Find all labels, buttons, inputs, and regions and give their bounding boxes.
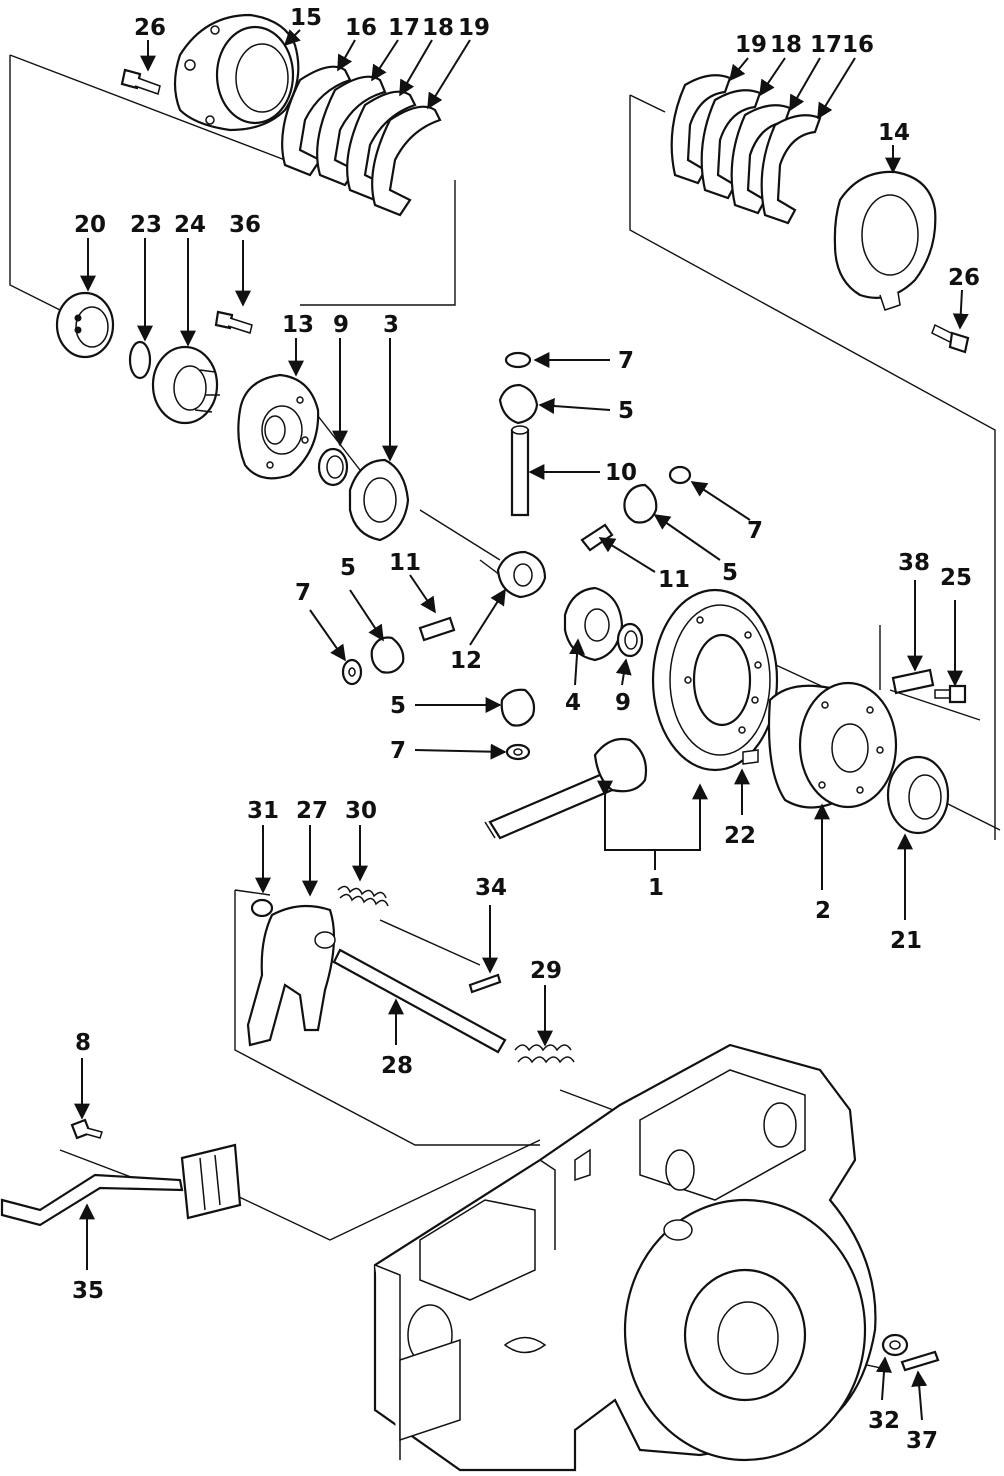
callout-1: 1 [648, 875, 664, 901]
pinion-gear-5-right [623, 483, 658, 524]
callout-7: 7 [618, 348, 634, 374]
callout-2: 2 [815, 898, 831, 924]
side-gear-3 [348, 458, 410, 542]
spring-29 [514, 1044, 575, 1064]
pinion-washer-7-right [668, 465, 692, 485]
shift-fork-27 [246, 904, 336, 1047]
callout-18: 18 [422, 15, 454, 41]
callout-31: 31 [247, 798, 279, 824]
shift-rail-28 [332, 948, 507, 1054]
shims-left [281, 65, 442, 217]
snap-ring-23 [128, 340, 152, 380]
bolt-36 [214, 310, 253, 334]
callout-3: 3 [383, 312, 399, 338]
pinion-washer-7-left [341, 658, 363, 686]
thrust-washer-9-lower [616, 622, 644, 658]
callout-11: 11 [658, 567, 690, 593]
callout-12: 12 [450, 648, 482, 674]
callout-8: 8 [75, 1030, 91, 1056]
bolt-26-left [120, 68, 161, 95]
callout-35: 35 [72, 1278, 104, 1304]
bolt-8 [70, 1118, 103, 1140]
spring-30 [337, 885, 389, 907]
roll-pin-34 [468, 973, 502, 994]
callout-19: 19 [735, 32, 767, 58]
callout-5: 5 [340, 555, 356, 581]
differential-case-half-13 [237, 373, 320, 480]
callout-32: 32 [868, 1408, 900, 1434]
cross-block-12 [496, 550, 547, 599]
callout-28: 28 [381, 1053, 413, 1079]
callout-leaders [74, 29, 969, 1421]
callout-7: 7 [295, 580, 311, 606]
callout-5: 5 [722, 560, 738, 586]
differential-case-2 [767, 681, 898, 809]
group-outlines [9, 54, 1001, 1371]
callout-19: 19 [458, 15, 490, 41]
bearing-retainer-right [833, 170, 937, 311]
callout-7: 7 [747, 518, 763, 544]
callout-20: 20 [74, 212, 106, 238]
pinion-gear-5-bottom [500, 688, 536, 727]
dowel-22 [742, 749, 759, 765]
callout-26: 26 [134, 15, 166, 41]
thrust-washer-9-upper [317, 447, 349, 487]
callout-15: 15 [290, 5, 322, 31]
key-37 [900, 1350, 940, 1372]
callout-9: 9 [615, 690, 631, 716]
transmission-housing [373, 1043, 877, 1472]
pedal-linkage-35 [0, 1143, 242, 1227]
callout-labels: 26 15 16 17 18 19 19 18 17 16 14 26 20 2… [72, 5, 980, 1454]
callout-11: 11 [389, 550, 421, 576]
callout-34: 34 [475, 875, 507, 901]
callout-17: 17 [810, 32, 842, 58]
bolt-26-right [931, 323, 970, 354]
callout-22: 22 [724, 823, 756, 849]
hub-24 [151, 345, 220, 425]
callout-16: 16 [842, 32, 874, 58]
callout-5: 5 [618, 398, 634, 424]
callout-9: 9 [333, 312, 349, 338]
callout-4: 4 [565, 690, 581, 716]
plug-32 [881, 1333, 909, 1357]
callout-27: 27 [296, 798, 328, 824]
callout-30: 30 [345, 798, 377, 824]
callout-10: 10 [605, 460, 637, 486]
callout-17: 17 [388, 15, 420, 41]
bearing-retainer-left [173, 13, 300, 132]
side-gear-4 [563, 586, 624, 662]
callout-18: 18 [770, 32, 802, 58]
bearing-20 [55, 291, 115, 359]
bearing-21 [886, 755, 950, 835]
callout-5: 5 [390, 693, 406, 719]
snap-ring-31 [250, 898, 274, 918]
callout-23: 23 [130, 212, 162, 238]
callout-26: 26 [948, 265, 980, 291]
pinion-gear-5-top [498, 383, 539, 425]
callout-7: 7 [390, 738, 406, 764]
callout-16: 16 [345, 15, 377, 41]
pinion-washer-7-bottom [505, 743, 531, 761]
callout-29: 29 [530, 958, 562, 984]
callout-21: 21 [890, 928, 922, 954]
callout-24: 24 [174, 212, 206, 238]
shims-right [670, 74, 822, 225]
lock-plate-38 [891, 668, 935, 695]
callout-14: 14 [878, 120, 910, 146]
callout-38: 38 [898, 550, 930, 576]
cross-shaft-10 [510, 425, 530, 517]
bolt-25 [934, 684, 967, 704]
callout-25: 25 [940, 565, 972, 591]
pinion-washer-7-top [504, 351, 532, 369]
pin-11-right [580, 523, 614, 552]
callout-36: 36 [229, 212, 261, 238]
callout-37: 37 [906, 1428, 938, 1454]
ring-gear-1 [651, 588, 779, 772]
callout-13: 13 [282, 312, 314, 338]
pinion-gear-5-left [370, 636, 405, 674]
pin-11-left [418, 616, 456, 642]
